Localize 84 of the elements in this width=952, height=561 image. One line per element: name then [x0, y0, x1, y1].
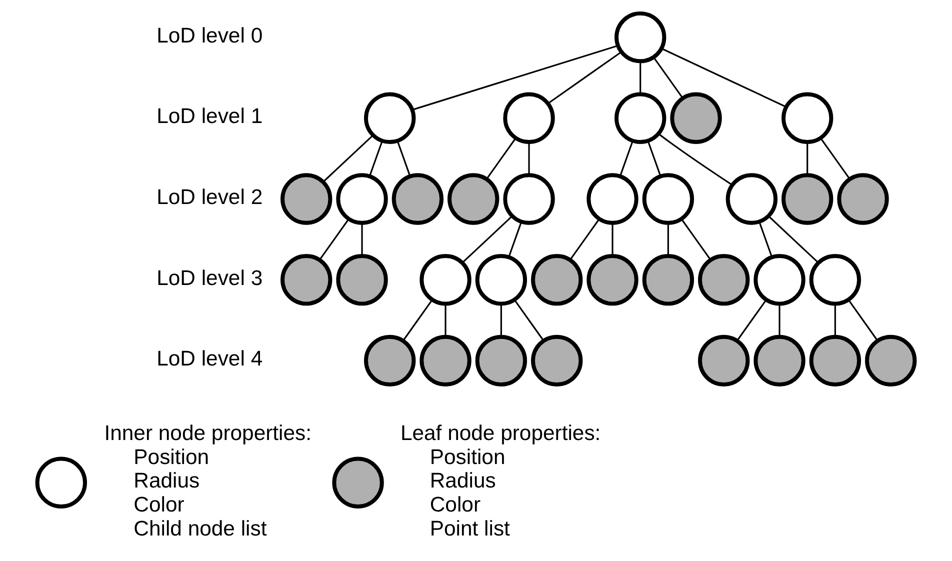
connector	[368, 140, 383, 177]
connector	[500, 304, 502, 337]
label: LoD level 3	[156, 266, 263, 290]
node-circle	[364, 92, 416, 144]
node-dotted-circle	[364, 334, 416, 387]
node-dotted-circle	[392, 173, 444, 225]
connector	[396, 140, 411, 177]
node-dotted-circle	[698, 254, 750, 306]
connector	[758, 221, 773, 258]
label: LoD level 0	[156, 24, 263, 48]
node-circle	[420, 254, 472, 306]
node-dotted-circle	[782, 173, 834, 225]
node-circle	[642, 173, 694, 225]
label: LoD level 1	[156, 105, 263, 128]
connector	[514, 300, 544, 342]
node-dotted-circle	[332, 456, 384, 508]
node-circle	[336, 173, 388, 225]
connector	[508, 221, 522, 258]
connector	[820, 138, 850, 180]
node-dotted-circle	[336, 254, 388, 306]
node-circle	[503, 92, 555, 144]
connector	[681, 218, 712, 260]
connector	[361, 222, 363, 256]
node-label: Inner node properties:	[104, 422, 312, 445]
node-circle	[475, 254, 528, 306]
node-dotted-circle	[670, 92, 722, 144]
node-dotted-circle	[586, 254, 638, 306]
node-circle	[726, 173, 778, 225]
connector	[768, 216, 819, 264]
node-dotted-circle	[420, 334, 472, 387]
node-dotted-circle	[809, 334, 862, 387]
connector	[667, 222, 669, 256]
node-label: Leaf node properties:	[400, 422, 601, 445]
connector	[647, 140, 662, 177]
connector	[848, 300, 878, 342]
node-label: Child node list	[134, 517, 267, 540]
connector	[322, 134, 374, 182]
connector	[658, 133, 733, 186]
connector	[778, 304, 780, 337]
node-label: Color	[430, 494, 481, 517]
node-dotted-circle	[531, 254, 583, 306]
connector	[640, 61, 642, 94]
node-dotted-circle	[280, 254, 332, 306]
connector	[486, 138, 516, 180]
node-label: Radius	[134, 470, 200, 493]
node-circle	[614, 92, 666, 144]
connector	[444, 304, 446, 337]
node-dotted-circle	[698, 334, 750, 387]
node-dotted-circle	[448, 173, 500, 225]
node-circle	[35, 456, 87, 508]
connector	[736, 300, 767, 342]
node-label: Position	[134, 446, 210, 469]
connector	[412, 44, 618, 111]
node-circle	[614, 11, 666, 64]
node-label: Point list	[430, 517, 510, 540]
connector	[653, 57, 684, 99]
node-dotted-circle	[754, 334, 806, 387]
node-label: Radius	[430, 470, 496, 493]
connector	[402, 300, 433, 342]
node-circle	[586, 173, 638, 225]
connector	[528, 142, 530, 175]
node-circle	[782, 92, 834, 144]
node-dotted-circle	[531, 334, 583, 387]
node-dotted-circle	[642, 254, 694, 306]
node-circle	[809, 254, 862, 306]
connector	[319, 218, 350, 260]
connector	[661, 48, 786, 108]
node-dotted-circle	[865, 334, 917, 387]
connector	[570, 218, 600, 260]
label: LoD level 4	[156, 348, 263, 371]
connector	[806, 142, 808, 175]
connector	[548, 51, 622, 104]
node-dotted-circle	[280, 173, 332, 225]
node-circle	[503, 173, 555, 225]
label: LoD level 2	[156, 186, 263, 210]
node-dotted-circle	[475, 334, 528, 387]
node-label: Position	[430, 446, 506, 469]
connector	[619, 140, 634, 177]
node-label: Color	[134, 494, 184, 517]
connector	[834, 304, 836, 337]
connector	[612, 222, 614, 256]
connector	[462, 216, 513, 264]
node-dotted-circle	[837, 173, 889, 225]
node-circle	[754, 254, 806, 306]
